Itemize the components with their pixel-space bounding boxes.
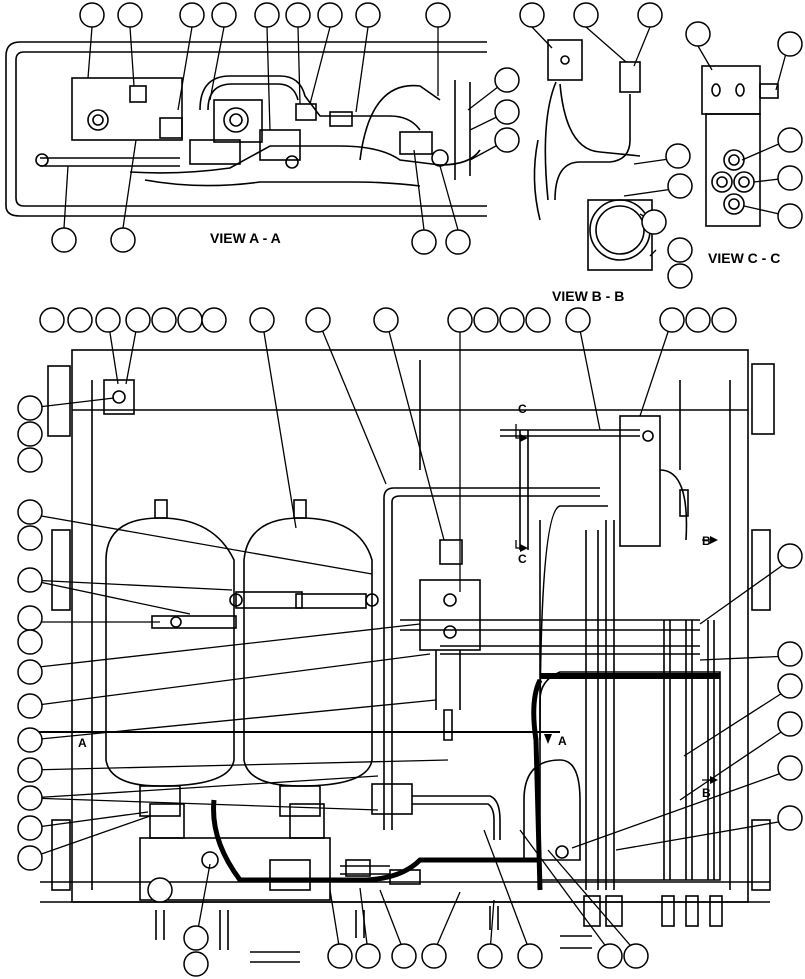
callout-balloon [177, 307, 203, 333]
section-marker-b-bottom: B [702, 786, 711, 800]
callout-balloon [17, 659, 43, 685]
view-c-title: VIEW C - C [708, 250, 781, 266]
callout-balloon [17, 395, 43, 421]
callout-balloon [667, 173, 693, 199]
callout-balloon [183, 925, 209, 951]
callout-balloon [447, 307, 473, 333]
callout-balloon [777, 711, 803, 737]
callout-balloon [777, 641, 803, 667]
callout-balloon [411, 229, 437, 255]
callout-balloon [254, 2, 280, 28]
view-b-title: VIEW B - B [552, 288, 625, 304]
callout-balloon [685, 21, 711, 47]
callout-balloon [327, 943, 353, 969]
callout-balloon [125, 307, 151, 333]
callout-balloon [17, 815, 43, 841]
callout-balloon [183, 951, 209, 977]
section-marker-c-bottom: C [518, 552, 527, 566]
callout-balloons [17, 2, 803, 977]
callout-balloon [17, 727, 43, 753]
callout-balloon [249, 307, 275, 333]
callout-balloon [373, 307, 399, 333]
callout-balloon [637, 2, 663, 28]
callout-balloon [665, 143, 691, 169]
callout-balloon [95, 307, 121, 333]
callout-balloon [711, 307, 737, 333]
callout-balloon [39, 307, 65, 333]
callout-balloon [17, 525, 43, 551]
callout-balloon [777, 673, 803, 699]
callout-balloon [17, 629, 43, 655]
callout-balloon [565, 307, 591, 333]
callout-balloon [425, 2, 451, 28]
section-marker-a-right: A [558, 734, 567, 748]
callout-balloon [151, 307, 177, 333]
main-view-drawing [24, 349, 775, 963]
section-marker-c-top: C [518, 402, 527, 416]
callout-balloon [777, 203, 803, 229]
callout-balloon [445, 229, 471, 255]
callout-balloon [391, 943, 417, 969]
callout-balloon [641, 209, 667, 235]
callout-balloon [317, 2, 343, 28]
callout-balloon [17, 785, 43, 811]
callout-balloon [659, 307, 685, 333]
view-a-drawing [5, 41, 487, 217]
callout-balloon [421, 943, 447, 969]
callout-balloon [201, 307, 227, 333]
callout-balloon [477, 943, 503, 969]
callout-balloon [597, 943, 623, 969]
callout-balloon [110, 227, 136, 253]
callout-balloon [494, 99, 520, 125]
callout-balloon [67, 307, 93, 333]
callout-balloon [179, 2, 205, 28]
callout-balloon [777, 543, 803, 569]
callout-balloon [17, 421, 43, 447]
callout-balloon [777, 755, 803, 781]
callout-balloon [777, 31, 803, 57]
callout-balloon [285, 2, 311, 28]
callout-balloon [517, 943, 543, 969]
callout-balloon [17, 499, 43, 525]
callout-balloon [623, 943, 649, 969]
callout-balloon [667, 263, 693, 289]
callout-balloon [17, 693, 43, 719]
callout-balloon [355, 2, 381, 28]
callout-balloon [473, 307, 499, 333]
callout-balloon [147, 877, 173, 903]
callout-balloon [17, 605, 43, 631]
callout-balloon [17, 757, 43, 783]
view-b-drawing [533, 39, 653, 271]
callout-balloon [685, 307, 711, 333]
callout-balloon [211, 2, 237, 28]
callout-balloon [573, 2, 599, 28]
view-c-drawing [701, 65, 779, 227]
callout-balloon [117, 2, 143, 28]
callout-balloon [777, 127, 803, 153]
leader-lines [29, 26, 791, 953]
section-marker-a-left: A [78, 736, 87, 750]
callout-balloon [499, 307, 525, 333]
section-marker-b-top: B [702, 534, 711, 548]
callout-balloon [17, 567, 43, 593]
view-a-title: VIEW A - A [210, 230, 281, 246]
callout-balloon [79, 2, 105, 28]
callout-balloon [355, 943, 381, 969]
callout-balloon [525, 307, 551, 333]
callout-balloon [667, 237, 693, 263]
callout-balloon [305, 307, 331, 333]
callout-balloon [777, 805, 803, 831]
callout-balloon [17, 845, 43, 871]
callout-balloon [494, 67, 520, 93]
callout-balloon [17, 447, 43, 473]
callout-balloon [519, 2, 545, 28]
callout-balloon [777, 165, 803, 191]
callout-balloon [494, 127, 520, 153]
callout-balloon [51, 227, 77, 253]
